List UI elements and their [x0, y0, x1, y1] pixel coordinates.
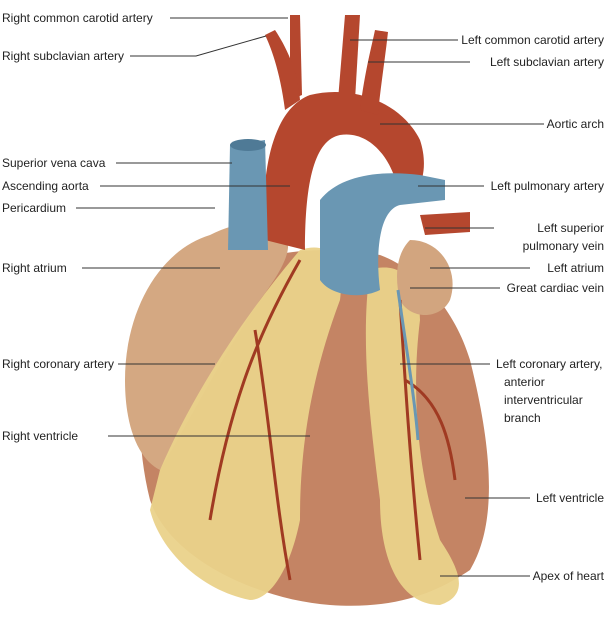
label-line: anterior — [504, 375, 545, 389]
label-right-ventricle: Right ventricle — [2, 429, 79, 443]
pulmonary-vein-shape — [420, 212, 470, 235]
label-left-superior-pulmonary-vein: Left superior pulmonary vein — [523, 219, 604, 255]
label-left-coronary: Left coronary artery, anterior intervent… — [496, 355, 603, 427]
label-aortic-arch: Aortic arch — [546, 117, 604, 131]
label-left-atrium: Left atrium — [547, 261, 604, 275]
label-line: Left superior — [537, 221, 604, 235]
subclavian-right-shape — [265, 30, 300, 110]
label-ascending-aorta: Ascending aorta — [2, 179, 89, 193]
label-great-cardiac-vein: Great cardiac vein — [506, 281, 604, 295]
label-line: Left coronary artery, — [496, 357, 603, 371]
label-line: interventricular — [504, 393, 583, 407]
label-left-pulmonary-artery: Left pulmonary artery — [490, 179, 604, 193]
label-line: branch — [504, 411, 541, 425]
leader-lines — [76, 17, 544, 577]
right-atrium-shape — [125, 223, 289, 470]
aorta-shape — [263, 92, 424, 250]
label-left-ventricle: Left ventricle — [535, 491, 604, 505]
label-superior-vena-cava: Superior vena cava — [2, 156, 106, 170]
fat-deposit-right — [365, 267, 459, 605]
label-line: pulmonary vein — [522, 239, 604, 253]
superior-vena-cava-shape — [228, 140, 268, 250]
label-left-subclavian: Left subclavian artery — [489, 55, 604, 69]
left-subclavian-shape — [360, 30, 388, 115]
label-left-common-carotid: Left common carotid artery — [461, 33, 604, 47]
left-atrium-shape — [397, 240, 453, 315]
pulmonary-trunk-shape — [320, 173, 445, 296]
label-right-coronary: Right coronary artery — [2, 357, 115, 371]
label-right-atrium: Right atrium — [2, 261, 67, 275]
coronary-arteries — [208, 259, 457, 581]
fat-deposit-left — [150, 247, 341, 600]
label-apex: Apex of heart — [532, 569, 604, 583]
label-right-common-carotid: Right common carotid artery — [2, 11, 153, 25]
label-pericardium: Pericardium — [2, 201, 67, 215]
label-right-subclavian: Right subclavian artery — [2, 49, 125, 63]
left-carotid-shape — [338, 15, 360, 100]
great-cardiac-vein-shape — [396, 289, 420, 441]
